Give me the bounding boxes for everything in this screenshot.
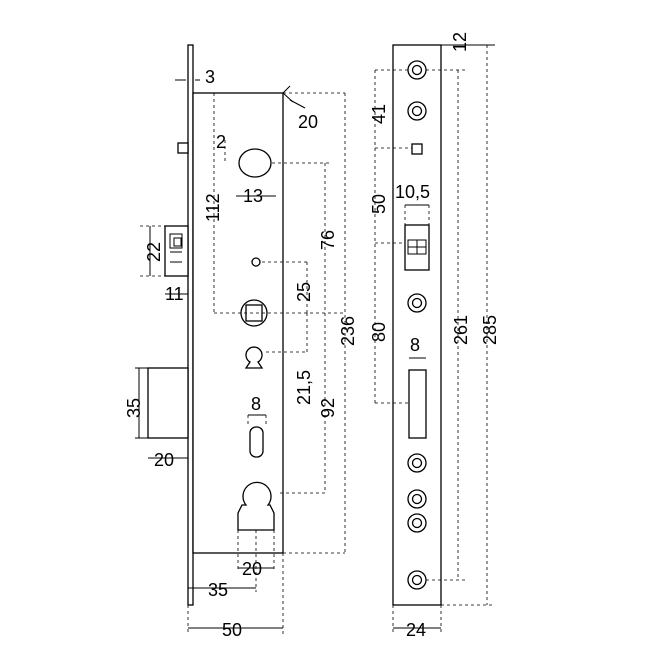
label-handle-hole-offset: 2 — [216, 132, 226, 152]
handle-hole — [238, 148, 272, 178]
front-faceplate — [392, 44, 442, 606]
front-view — [374, 44, 495, 634]
screw-hole — [407, 453, 427, 473]
label-faceplate-thickness: 3 — [205, 67, 215, 87]
label-cylinder-width: 20 — [242, 559, 262, 579]
label-front-screw-outer: 261 — [451, 315, 471, 345]
label-slot-width: 8 — [251, 394, 261, 414]
keyhole — [244, 346, 264, 369]
guide-pin — [177, 142, 189, 154]
screw-hole — [407, 293, 427, 313]
screw-hole-top — [407, 60, 427, 80]
side-view — [135, 44, 346, 634]
side-faceplate — [187, 44, 194, 606]
label-front-screw-spacing: 41 — [369, 104, 389, 124]
label-handle-hole-width: 13 — [243, 186, 263, 206]
front-latch — [404, 224, 430, 271]
label-follower-to-cylinder: 92 — [318, 398, 338, 418]
label-follower-to-handle: 76 — [318, 230, 338, 250]
screw-hole-bottom — [407, 570, 427, 590]
label-deadbolt-height: 35 — [124, 398, 144, 418]
screw-hole — [407, 513, 427, 533]
label-case-height: 236 — [338, 316, 358, 346]
label-front-latch-width: 10,5 — [395, 182, 430, 202]
label-deadbolt-projection: 20 — [154, 450, 174, 470]
label-front-window-to-latch: 50 — [369, 194, 389, 214]
label-latch-projection: 11 — [165, 284, 184, 304]
deadbolt — [147, 367, 189, 439]
label-follower-to-pin: 25 — [294, 282, 314, 302]
label-front-top: 12 — [450, 32, 470, 52]
front-deadbolt-slot — [408, 369, 427, 439]
label-follower-to-keyhole: 21,5 — [294, 370, 314, 405]
label-front-latch-to-bolt: 80 — [369, 322, 389, 342]
label-case-depth: 50 — [222, 620, 242, 640]
cylinder-profile — [237, 481, 275, 531]
pin-hole — [251, 257, 261, 267]
label-follower-to-top: 112 — [203, 193, 223, 222]
screw-hole — [407, 489, 427, 509]
label-latch-height: 22 — [144, 242, 164, 262]
label-backset: 35 — [208, 580, 228, 600]
side-slot — [249, 426, 264, 458]
label-front-total-height: 285 — [480, 315, 500, 345]
label-front-width: 24 — [406, 620, 426, 640]
screw-hole — [407, 101, 427, 121]
label-front-bolt-width: 8 — [410, 335, 420, 355]
front-window — [411, 143, 423, 155]
label-bevel: 20 — [298, 112, 318, 132]
